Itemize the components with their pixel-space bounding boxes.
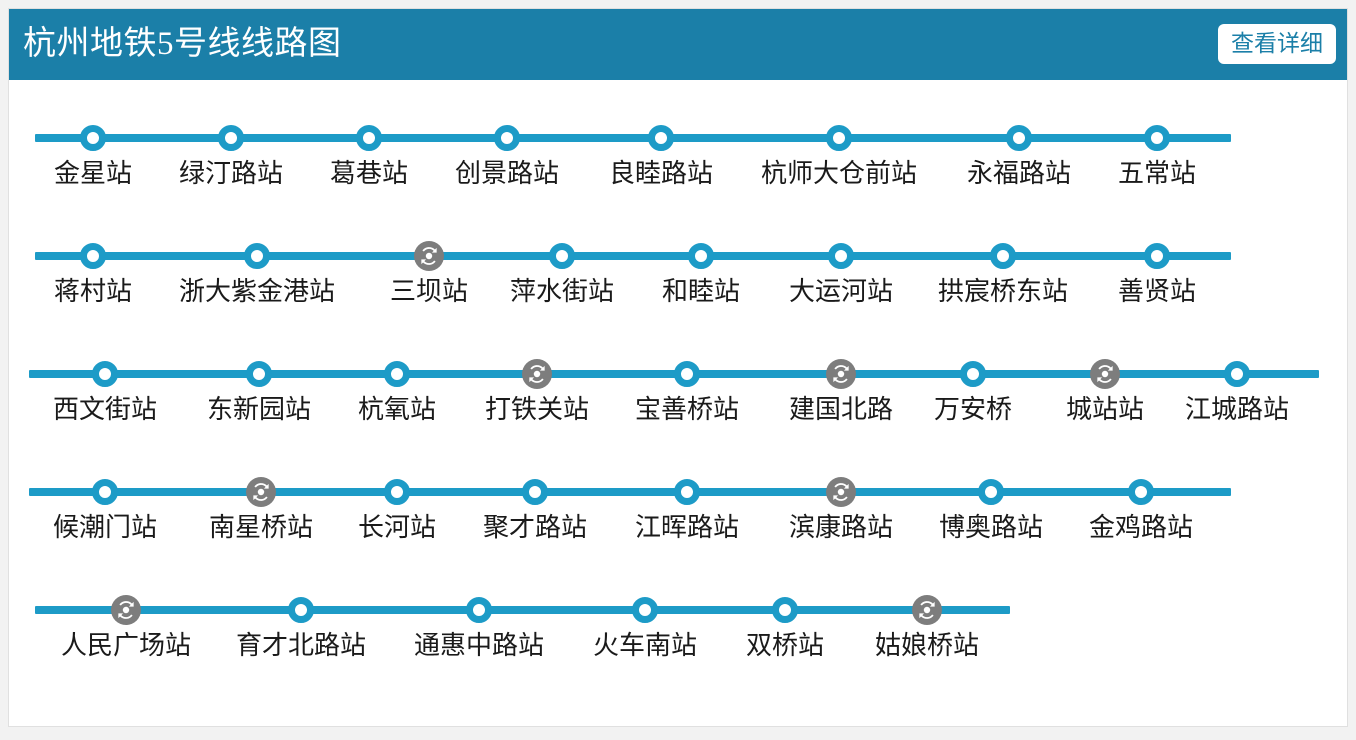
station-label[interactable]: 良睦路站	[608, 159, 714, 188]
station-list: 人民广场站 育才北路站 通惠中路站 火车南站 双桥站 姑娘桥站	[9, 552, 1347, 670]
station-label[interactable]: 善贤站	[1117, 277, 1197, 306]
station-label[interactable]: 东新园站	[206, 395, 312, 424]
station-label[interactable]: 育才北路站	[235, 631, 367, 660]
line-row-1: 金星站 绿汀路站 葛巷站 创景路站 良睦路站 杭师大仓前站 永福路站 五常站	[9, 80, 1347, 198]
station-marker-icon[interactable]	[246, 361, 272, 387]
station-label[interactable]: 滨康路站	[788, 513, 894, 542]
station-marker-icon[interactable]	[960, 361, 986, 387]
station-marker-icon[interactable]	[1128, 479, 1154, 505]
station-label[interactable]: 打铁关站	[484, 395, 590, 424]
station-label[interactable]: 火车南站	[592, 631, 698, 660]
page-header: 杭州地铁5号线线路图 查看详细	[9, 9, 1347, 80]
transfer-arrows-icon[interactable]	[826, 359, 856, 389]
station-label[interactable]: 和睦站	[661, 277, 741, 306]
station-label[interactable]: 候潮门站	[52, 513, 158, 542]
station-marker-icon[interactable]	[92, 479, 118, 505]
station-marker-icon[interactable]	[1144, 125, 1170, 151]
station-marker-icon[interactable]	[549, 243, 575, 269]
station-label[interactable]: 金鸡路站	[1088, 513, 1194, 542]
station-marker-icon[interactable]	[674, 479, 700, 505]
station-label[interactable]: 长河站	[357, 513, 437, 542]
view-detail-button[interactable]: 查看详细	[1218, 24, 1336, 64]
station-label[interactable]: 拱宸桥东站	[937, 277, 1069, 306]
transfer-arrows-icon[interactable]	[912, 595, 942, 625]
station-label[interactable]: 江晖路站	[634, 513, 740, 542]
station-label[interactable]: 绿汀路站	[178, 159, 284, 188]
station-list: 西文街站 东新园站 杭氧站 打铁关站 宝善桥站 建国北路 万安桥 城站站 江城路站	[9, 316, 1347, 434]
station-label[interactable]: 万安桥	[933, 395, 1013, 424]
metro-line-diagram: 金星站 绿汀路站 葛巷站 创景路站 良睦路站 杭师大仓前站 永福路站 五常站 蒋村站 浙大紫金港…	[9, 80, 1347, 726]
station-marker-icon[interactable]	[632, 597, 658, 623]
line-row-5: 人民广场站 育才北路站 通惠中路站 火车南站 双桥站 姑娘桥站	[9, 552, 1347, 670]
transfer-arrows-icon[interactable]	[111, 595, 141, 625]
station-label[interactable]: 南星桥站	[208, 513, 314, 542]
transfer-arrows-icon[interactable]	[826, 477, 856, 507]
transfer-arrows-icon[interactable]	[522, 359, 552, 389]
station-marker-icon[interactable]	[990, 243, 1016, 269]
station-marker-icon[interactable]	[978, 479, 1004, 505]
station-label[interactable]: 浙大紫金港站	[178, 277, 336, 306]
station-label[interactable]: 人民广场站	[60, 631, 192, 660]
transfer-arrows-icon[interactable]	[1090, 359, 1120, 389]
station-label[interactable]: 三坝站	[389, 277, 469, 306]
station-label[interactable]: 杭师大仓前站	[760, 159, 918, 188]
station-marker-icon[interactable]	[772, 597, 798, 623]
station-label[interactable]: 蒋村站	[53, 277, 133, 306]
station-label[interactable]: 聚才路站	[482, 513, 588, 542]
station-label[interactable]: 萍水街站	[509, 277, 615, 306]
station-marker-icon[interactable]	[384, 361, 410, 387]
station-marker-icon[interactable]	[244, 243, 270, 269]
station-label[interactable]: 五常站	[1117, 159, 1197, 188]
station-list: 金星站 绿汀路站 葛巷站 创景路站 良睦路站 杭师大仓前站 永福路站 五常站	[9, 80, 1347, 198]
station-label[interactable]: 永福路站	[966, 159, 1072, 188]
station-label[interactable]: 金星站	[53, 159, 133, 188]
station-list: 蒋村站 浙大紫金港站 三坝站 萍水街站 和睦站 大运河站 拱宸桥东站 善贤站	[9, 198, 1347, 316]
station-label[interactable]: 西文街站	[52, 395, 158, 424]
station-label[interactable]: 通惠中路站	[413, 631, 545, 660]
metro-map-page: 杭州地铁5号线线路图 查看详细 金星站 绿汀路站 葛巷站 创景路站 良睦路站 杭师大仓前站…	[8, 8, 1348, 727]
station-marker-icon[interactable]	[1006, 125, 1032, 151]
line-track	[35, 606, 1010, 614]
line-track	[35, 252, 1231, 260]
transfer-arrows-icon[interactable]	[246, 477, 276, 507]
station-marker-icon[interactable]	[674, 361, 700, 387]
station-marker-icon[interactable]	[688, 243, 714, 269]
transfer-arrows-icon[interactable]	[414, 241, 444, 271]
station-label[interactable]: 建国北路	[788, 395, 894, 424]
station-marker-icon[interactable]	[826, 125, 852, 151]
station-marker-icon[interactable]	[494, 125, 520, 151]
station-marker-icon[interactable]	[218, 125, 244, 151]
page-title: 杭州地铁5号线线路图	[23, 26, 342, 62]
station-marker-icon[interactable]	[80, 243, 106, 269]
station-label[interactable]: 江城路站	[1184, 395, 1290, 424]
station-marker-icon[interactable]	[1224, 361, 1250, 387]
station-label[interactable]: 双桥站	[745, 631, 825, 660]
station-marker-icon[interactable]	[522, 479, 548, 505]
station-list: 候潮门站 南星桥站 长河站 聚才路站 江晖路站 滨康路站 博奥路站 金鸡路站	[9, 434, 1347, 552]
station-label[interactable]: 姑娘桥站	[874, 631, 980, 660]
line-row-2: 蒋村站 浙大紫金港站 三坝站 萍水街站 和睦站 大运河站 拱宸桥东站 善贤站	[9, 198, 1347, 316]
station-marker-icon[interactable]	[648, 125, 674, 151]
station-marker-icon[interactable]	[466, 597, 492, 623]
station-marker-icon[interactable]	[288, 597, 314, 623]
station-label[interactable]: 创景路站	[454, 159, 560, 188]
station-label[interactable]: 宝善桥站	[634, 395, 740, 424]
station-label[interactable]: 大运河站	[788, 277, 894, 306]
line-track	[35, 134, 1231, 142]
station-marker-icon[interactable]	[356, 125, 382, 151]
station-label[interactable]: 博奥路站	[938, 513, 1044, 542]
line-row-3: 西文街站 东新园站 杭氧站 打铁关站 宝善桥站 建国北路 万安桥 城站站 江城路站	[9, 316, 1347, 434]
line-track	[29, 488, 1231, 496]
station-marker-icon[interactable]	[1144, 243, 1170, 269]
station-marker-icon[interactable]	[384, 479, 410, 505]
station-label[interactable]: 城站站	[1065, 395, 1145, 424]
station-marker-icon[interactable]	[828, 243, 854, 269]
station-marker-icon[interactable]	[80, 125, 106, 151]
station-marker-icon[interactable]	[92, 361, 118, 387]
station-label[interactable]: 杭氧站	[357, 395, 437, 424]
line-row-4: 候潮门站 南星桥站 长河站 聚才路站 江晖路站 滨康路站 博奥路站 金鸡路站	[9, 434, 1347, 552]
station-label[interactable]: 葛巷站	[329, 159, 409, 188]
